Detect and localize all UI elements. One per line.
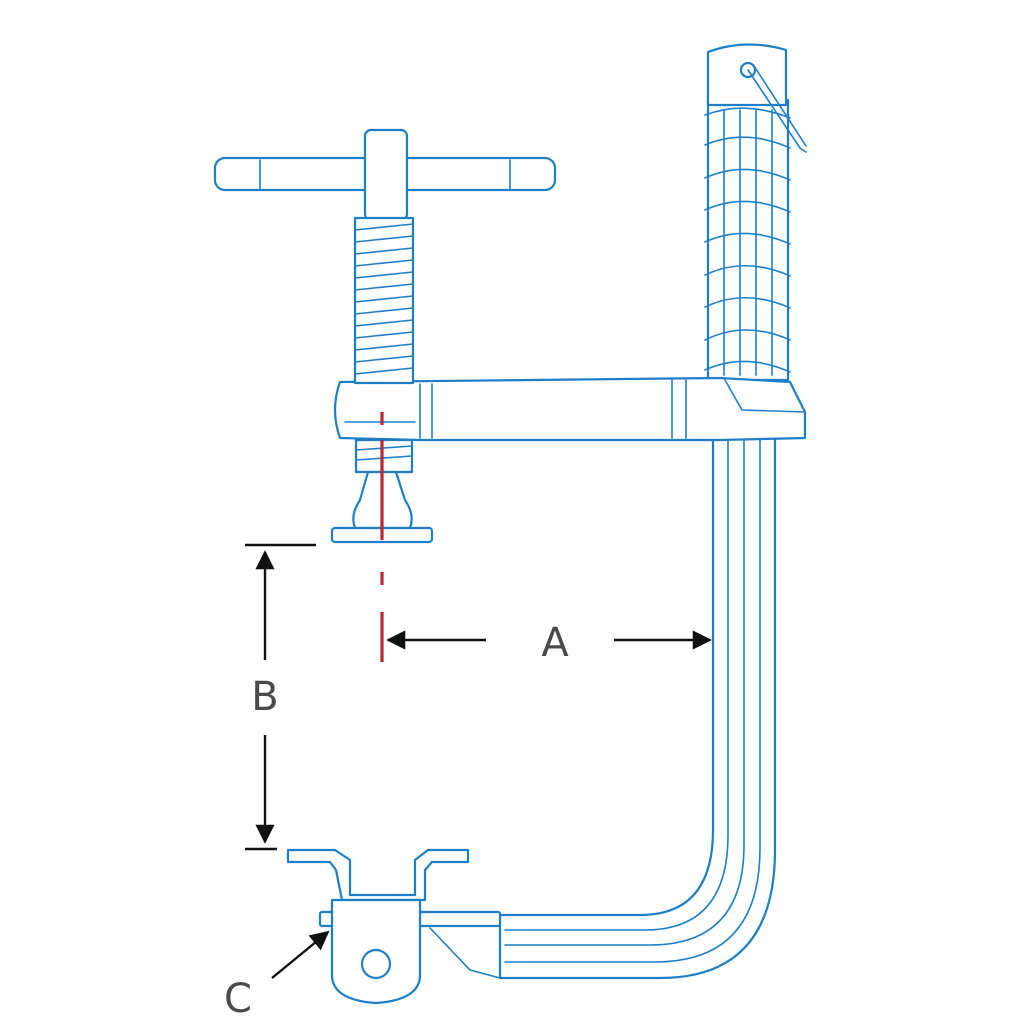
label-c: C [224, 976, 252, 1022]
spring-housing [706, 43, 807, 382]
sliding-arm [333, 376, 807, 442]
pointer-c [271, 930, 330, 979]
bottom-jaw [286, 848, 502, 1005]
clamp-bar [498, 428, 777, 980]
label-b: B [251, 674, 278, 720]
arrow-icon [271, 930, 330, 979]
dimension-b [245, 543, 316, 851]
label-a: A [541, 620, 569, 666]
spring-coils [704, 107, 791, 373]
t-handle [213, 128, 557, 222]
threaded-screw [353, 216, 415, 385]
